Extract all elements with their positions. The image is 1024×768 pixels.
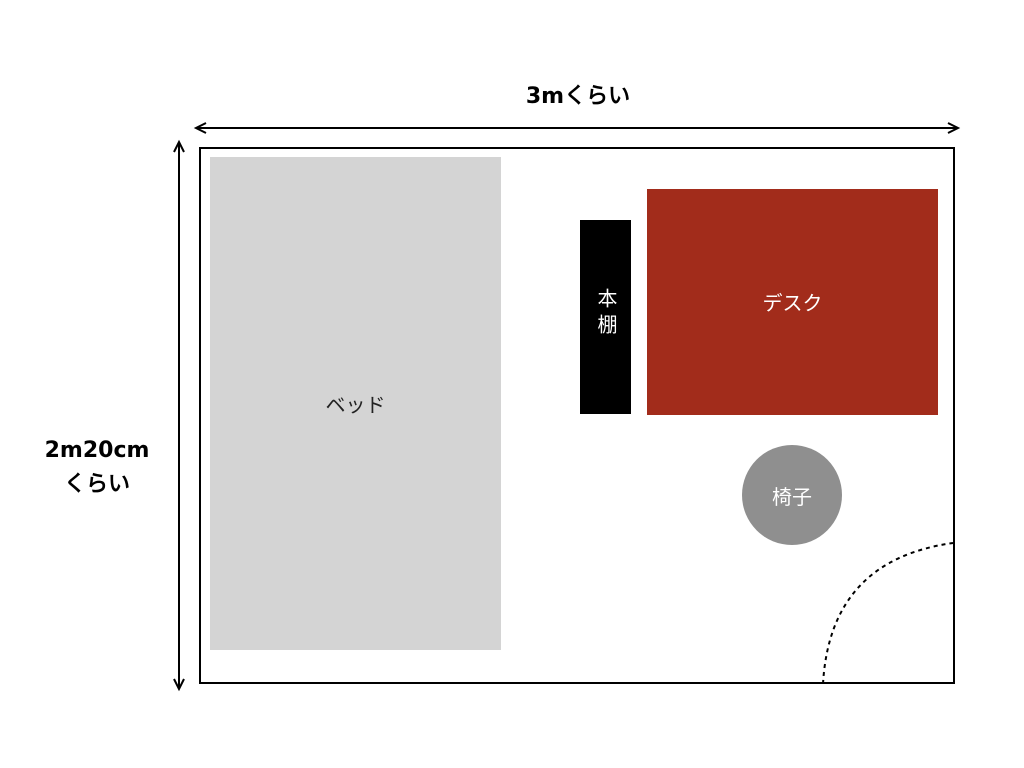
- height-arrow: [173, 139, 185, 692]
- room-outline: [199, 147, 955, 684]
- chair: 椅子: [742, 445, 842, 545]
- bookshelf: 本棚: [580, 220, 631, 414]
- desk-label: デスク: [762, 291, 823, 315]
- desk: デスク: [647, 189, 938, 415]
- chair-label: 椅子: [772, 485, 812, 509]
- width-arrow: [193, 122, 961, 134]
- bed-label: ベッド: [325, 393, 386, 417]
- bed: ベッド: [210, 157, 501, 650]
- door-swing-arc: [822, 542, 954, 685]
- bookshelf-label: 本棚: [594, 288, 618, 340]
- room-height-label: 2m20cm くらい: [44, 438, 150, 497]
- room-width-label: 3mくらい: [525, 84, 631, 109]
